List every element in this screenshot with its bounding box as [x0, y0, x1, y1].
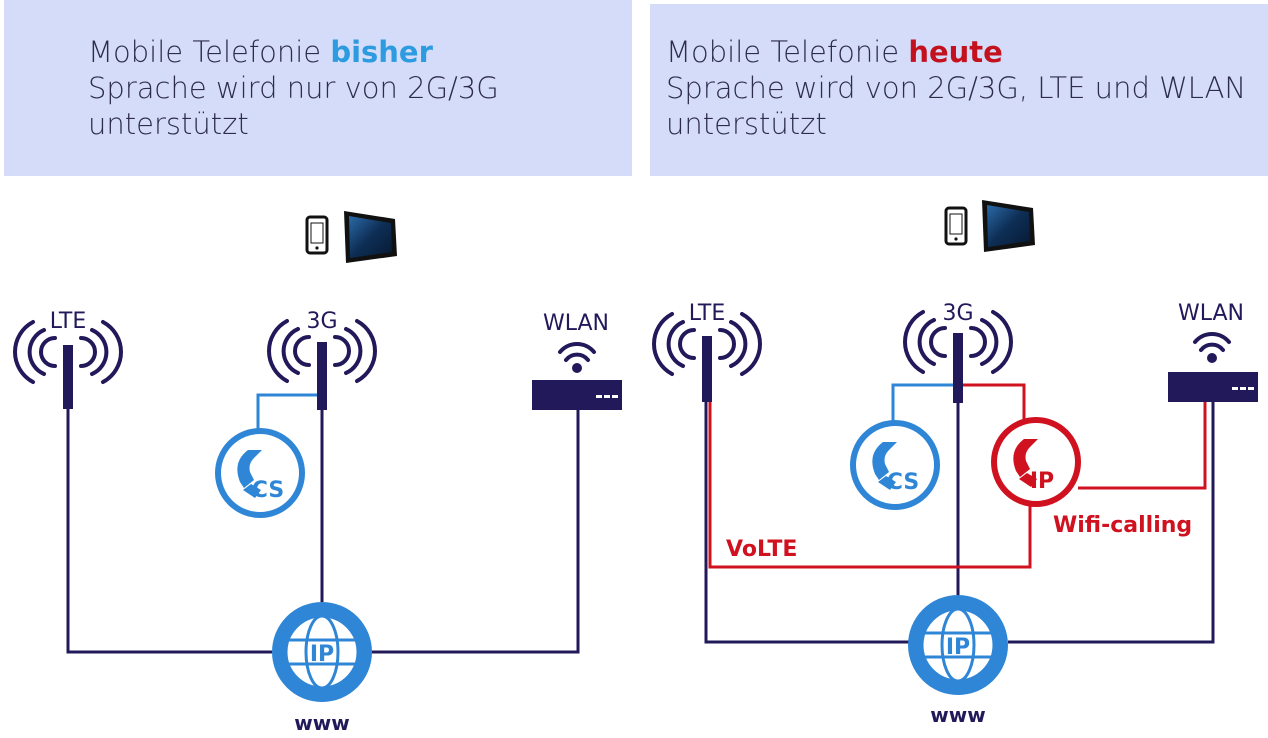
left-cs-label: CS	[252, 478, 284, 503]
left-network-lines	[66, 400, 580, 654]
right-cs-line	[891, 383, 958, 430]
right-cs-phone-icon	[850, 420, 940, 510]
left-phone-icon	[305, 215, 329, 255]
left-www-label: www	[294, 711, 349, 735]
right-3g-antenna-icon	[903, 310, 1013, 403]
left-wlan-label: WLAN	[543, 311, 609, 336]
left-line3: unterstützt	[88, 107, 249, 141]
left-router-icon	[532, 380, 622, 410]
right-wifi-calling-label: Wifi-calling	[1053, 513, 1192, 538]
left-wifi-icon	[558, 341, 596, 373]
left-cs-line	[256, 393, 322, 440]
right-3g-label: 3G	[942, 301, 973, 326]
right-volte-label: VoLTE	[726, 537, 797, 562]
right-lte-antenna-icon	[652, 312, 762, 402]
right-header-text: Mobile Telefonie heute Sprache wird von …	[666, 34, 1266, 142]
right-router-icon	[1168, 372, 1258, 402]
right-title-highlight: heute	[908, 35, 1003, 69]
left-3g-antenna-icon	[267, 319, 377, 410]
left-ip-label: IP	[310, 642, 334, 667]
left-line2: Sprache wird nur von 2G/3G	[88, 71, 499, 105]
right-header-box	[650, 4, 1268, 176]
right-ip-phone-label: IP	[1030, 469, 1054, 494]
right-title-prefix: Mobile Telefonie	[666, 35, 909, 69]
right-www-label: www	[930, 703, 985, 727]
left-lte-antenna-icon	[13, 320, 123, 409]
left-lte-label: LTE	[50, 309, 87, 334]
right-cs-label: CS	[887, 470, 919, 495]
right-wlan-label: WLAN	[1178, 301, 1244, 326]
right-line3: unterstützt	[666, 107, 827, 141]
right-tablet-icon	[982, 200, 1035, 252]
right-network-lines	[704, 398, 1215, 644]
right-wifi-icon	[1193, 331, 1231, 363]
right-line2: Sprache wird von 2G/3G, LTE und WLAN	[666, 71, 1247, 105]
left-header-text: Mobile Telefonie bisher Sprache wird nur…	[88, 34, 628, 142]
left-cs-phone-icon	[215, 428, 305, 518]
left-title-highlight: bisher	[330, 35, 433, 69]
right-ip-globe-icon	[908, 595, 1008, 695]
left-header-box	[4, 0, 632, 176]
left-3g-label: 3G	[306, 309, 337, 334]
right-ip-phone-icon	[991, 417, 1081, 507]
right-ip-label: IP	[946, 635, 970, 660]
left-title-prefix: Mobile Telefonie	[88, 35, 331, 69]
left-ip-globe-icon	[272, 602, 372, 702]
right-ip-lines	[708, 383, 1207, 569]
right-lte-label: LTE	[689, 301, 726, 326]
left-tablet-icon	[344, 211, 397, 263]
right-phone-icon	[944, 206, 968, 246]
